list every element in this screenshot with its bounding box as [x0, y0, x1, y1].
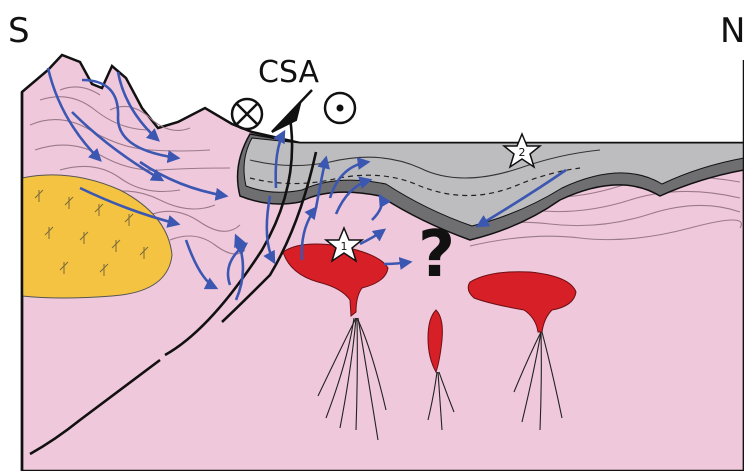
star-2-label: 2	[519, 146, 526, 159]
north-label: N	[720, 11, 744, 51]
star-1-label: 1	[341, 240, 348, 253]
fault-zone-label: CSA	[258, 55, 320, 90]
circle-dot-icon	[325, 93, 355, 123]
circle-x-icon	[232, 99, 262, 129]
south-label: S	[8, 11, 30, 51]
question-mark: ?	[418, 218, 455, 292]
